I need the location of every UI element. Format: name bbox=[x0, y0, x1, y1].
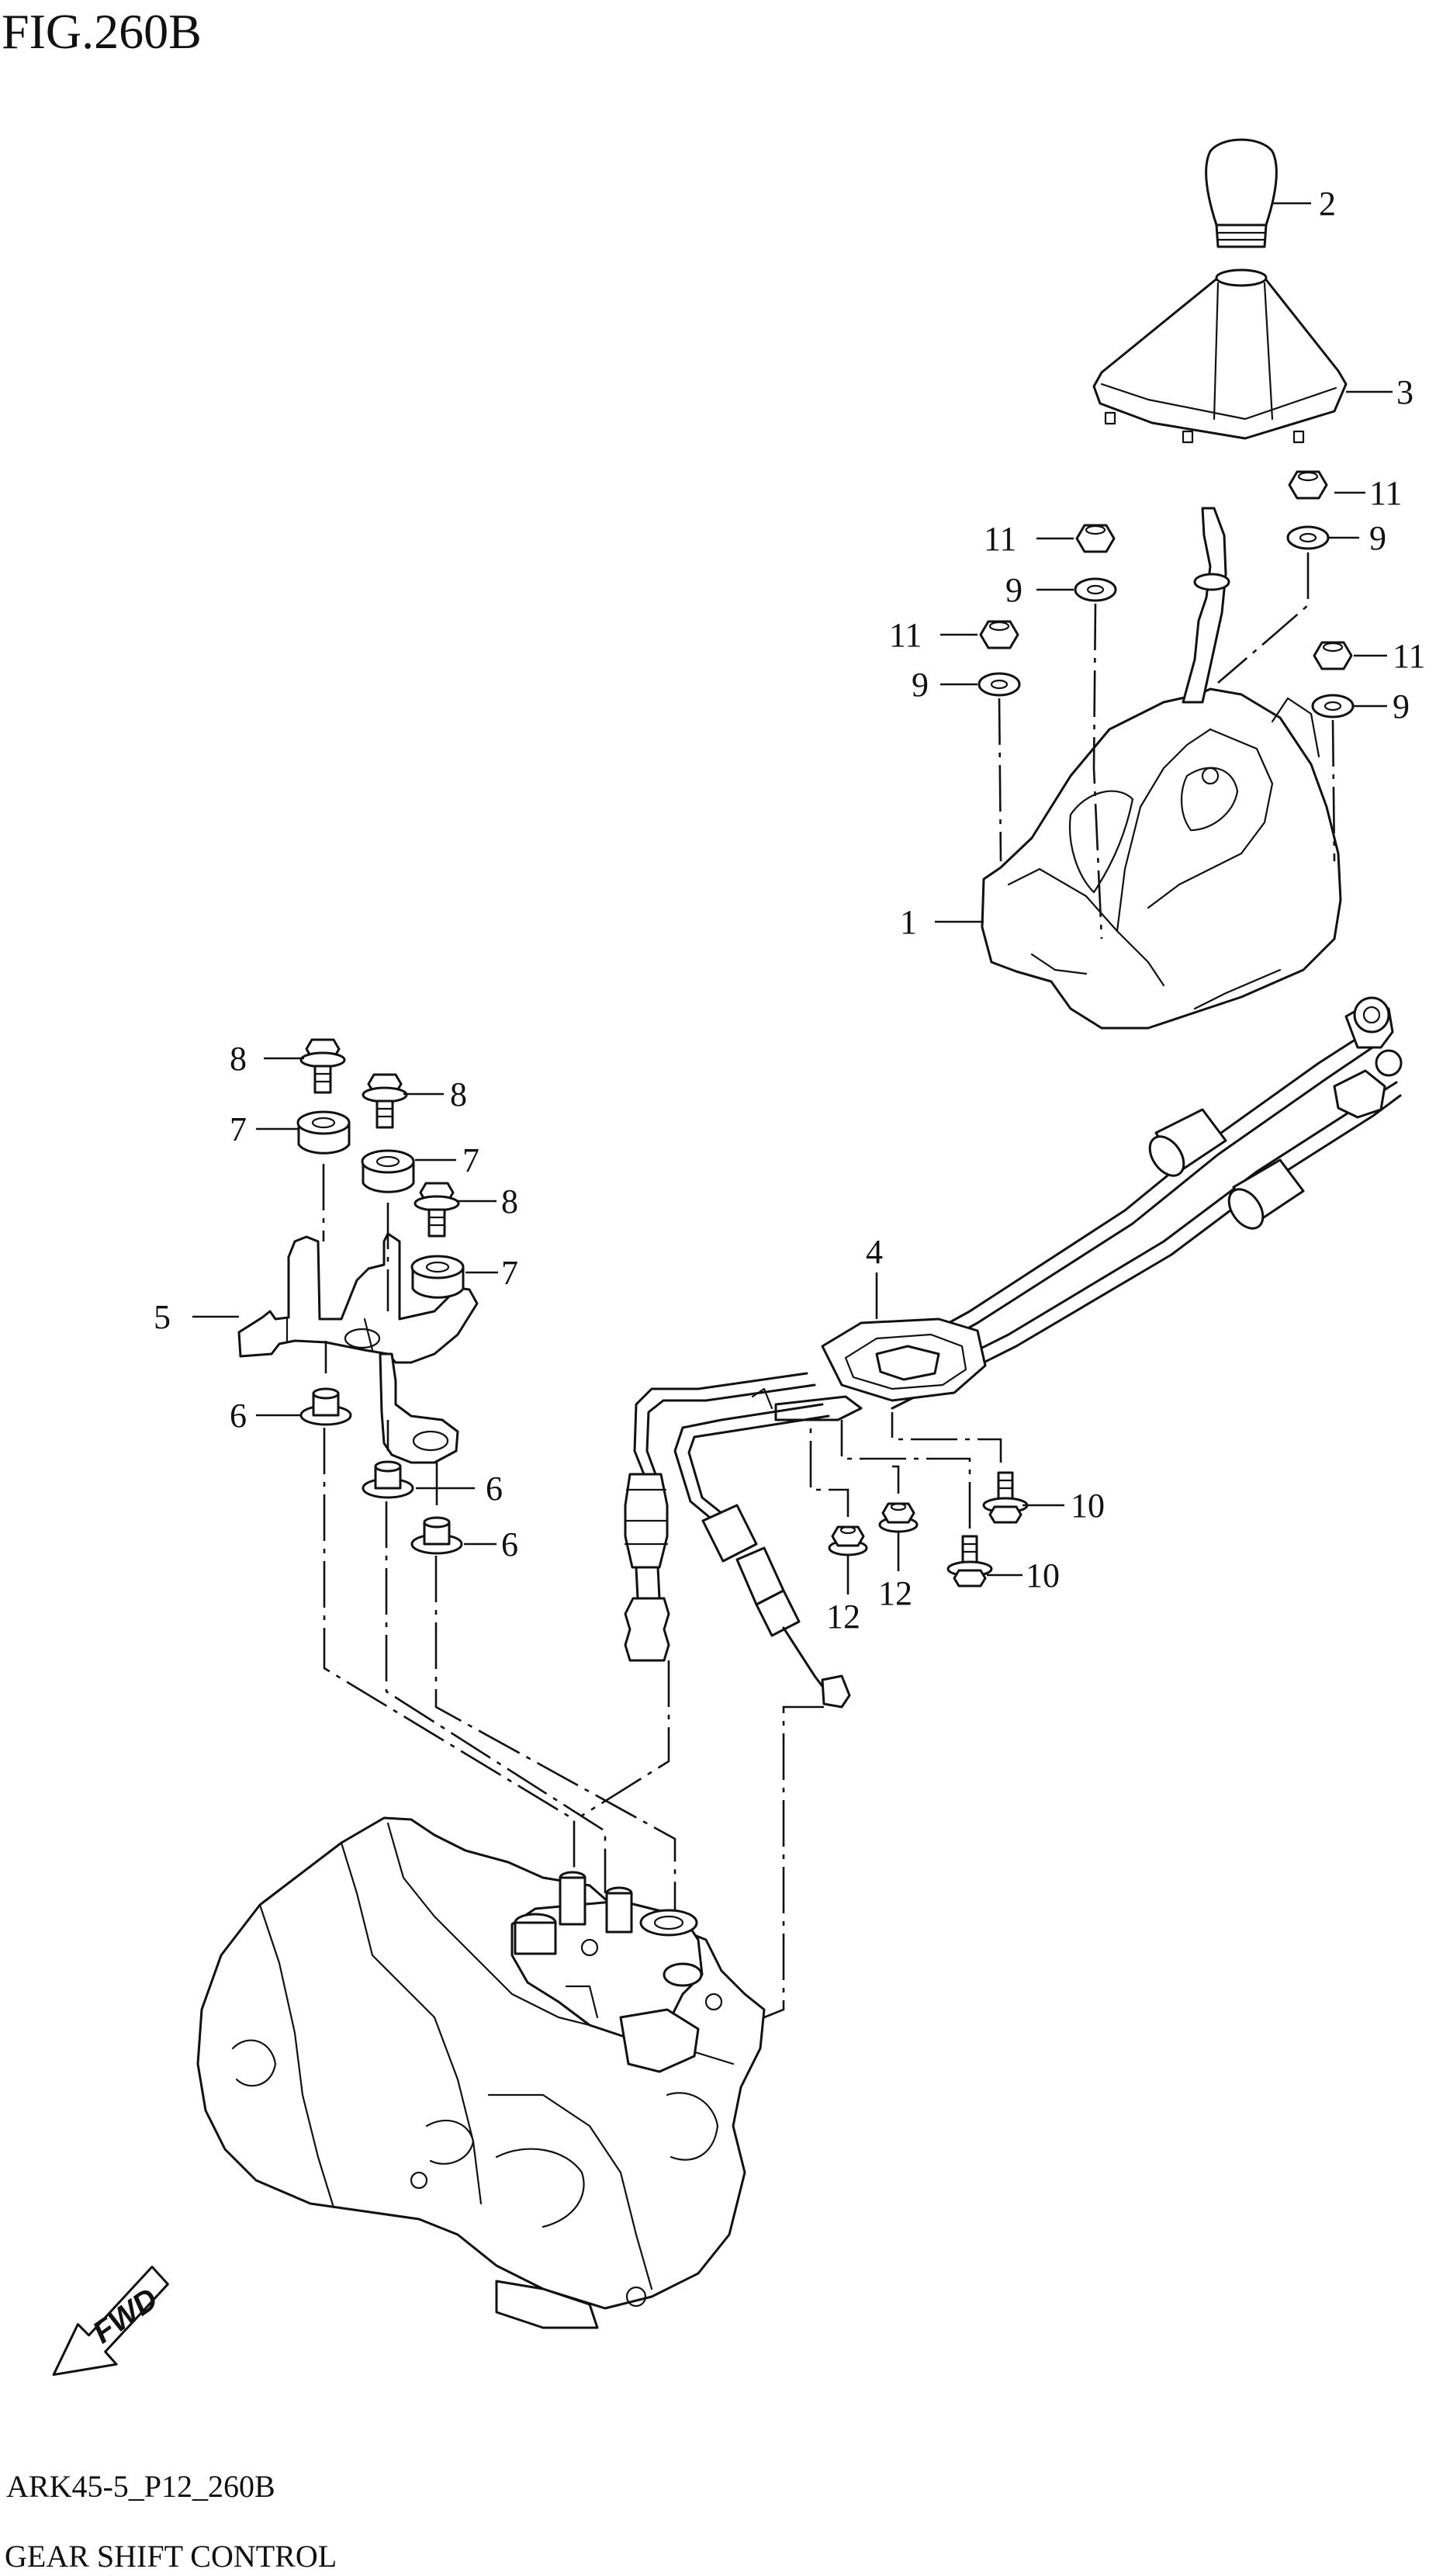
callout-9-a: 9 bbox=[1369, 519, 1386, 557]
transaxle-case bbox=[196, 1816, 766, 2329]
bolt-8-c bbox=[413, 1182, 460, 1238]
nut-12-b bbox=[878, 1502, 919, 1533]
collar-6-a bbox=[299, 1387, 352, 1426]
nut-11-a bbox=[1288, 470, 1328, 500]
callout-11-c: 11 bbox=[889, 616, 922, 654]
nut-11-c bbox=[979, 620, 1019, 649]
bolt-10-a bbox=[982, 1471, 1029, 1524]
drawing-title: GEAR SHIFT CONTROL bbox=[5, 2539, 337, 2574]
washer-9-b bbox=[1074, 577, 1117, 602]
callout-5: 5 bbox=[154, 1298, 171, 1336]
callout-7-b: 7 bbox=[462, 1141, 479, 1179]
callout-8-b: 8 bbox=[450, 1075, 467, 1113]
callout-8-c: 8 bbox=[501, 1182, 518, 1220]
callout-12-b: 12 bbox=[878, 1574, 912, 1612]
callout-11-b: 11 bbox=[984, 520, 1016, 558]
nut-12-a bbox=[828, 1525, 868, 1556]
nut-11-b bbox=[1075, 524, 1116, 553]
part-1-shift-lever-base bbox=[981, 507, 1342, 1030]
callout-9-b: 9 bbox=[1005, 571, 1023, 609]
callout-12-a: 12 bbox=[826, 1598, 860, 1636]
callout-4: 4 bbox=[866, 1233, 883, 1271]
callout-2: 2 bbox=[1319, 185, 1336, 223]
bolt-8-a bbox=[299, 1038, 346, 1094]
callout-6-a: 6 bbox=[230, 1397, 247, 1435]
callout-10-a: 10 bbox=[1071, 1487, 1105, 1525]
callout-10-b: 10 bbox=[1026, 1556, 1060, 1594]
bolt-10-b bbox=[946, 1535, 993, 1587]
callout-6-b: 6 bbox=[486, 1470, 503, 1508]
fwd-arrow-icon: FWD bbox=[52, 2266, 169, 2377]
callout-6-c: 6 bbox=[501, 1525, 518, 1563]
callout-7-a: 7 bbox=[230, 1110, 247, 1148]
washer-9-d bbox=[1311, 694, 1355, 718]
callout-1: 1 bbox=[900, 903, 917, 941]
collar-6-b bbox=[362, 1460, 414, 1499]
callout-7-c: 7 bbox=[501, 1254, 518, 1292]
figure-title: FIG.260B bbox=[2, 4, 202, 59]
callout-9-c: 9 bbox=[912, 666, 929, 704]
callout-8-a: 8 bbox=[230, 1040, 247, 1078]
washer-9-c bbox=[978, 672, 1021, 697]
part-4-shift-cable-assembly bbox=[624, 996, 1403, 1709]
callout-11-a: 11 bbox=[1369, 474, 1402, 512]
callout-3: 3 bbox=[1396, 373, 1414, 411]
grommet-7-a bbox=[296, 1110, 351, 1155]
part-2-shift-knob bbox=[1205, 138, 1278, 248]
part-3-shift-boot bbox=[1092, 268, 1348, 444]
callout-9-d: 9 bbox=[1393, 687, 1410, 725]
nut-11-d bbox=[1313, 641, 1353, 670]
bolt-8-b bbox=[362, 1073, 408, 1129]
callout-11-d: 11 bbox=[1393, 637, 1425, 675]
grommet-7-c bbox=[410, 1255, 465, 1299]
part-5-cable-bracket bbox=[237, 1232, 479, 1464]
collar-6-c bbox=[410, 1516, 463, 1555]
drawing-code: ARK45-5_P12_260B bbox=[6, 2469, 275, 2504]
washer-9-a bbox=[1286, 525, 1330, 550]
grommet-7-b bbox=[361, 1149, 415, 1193]
